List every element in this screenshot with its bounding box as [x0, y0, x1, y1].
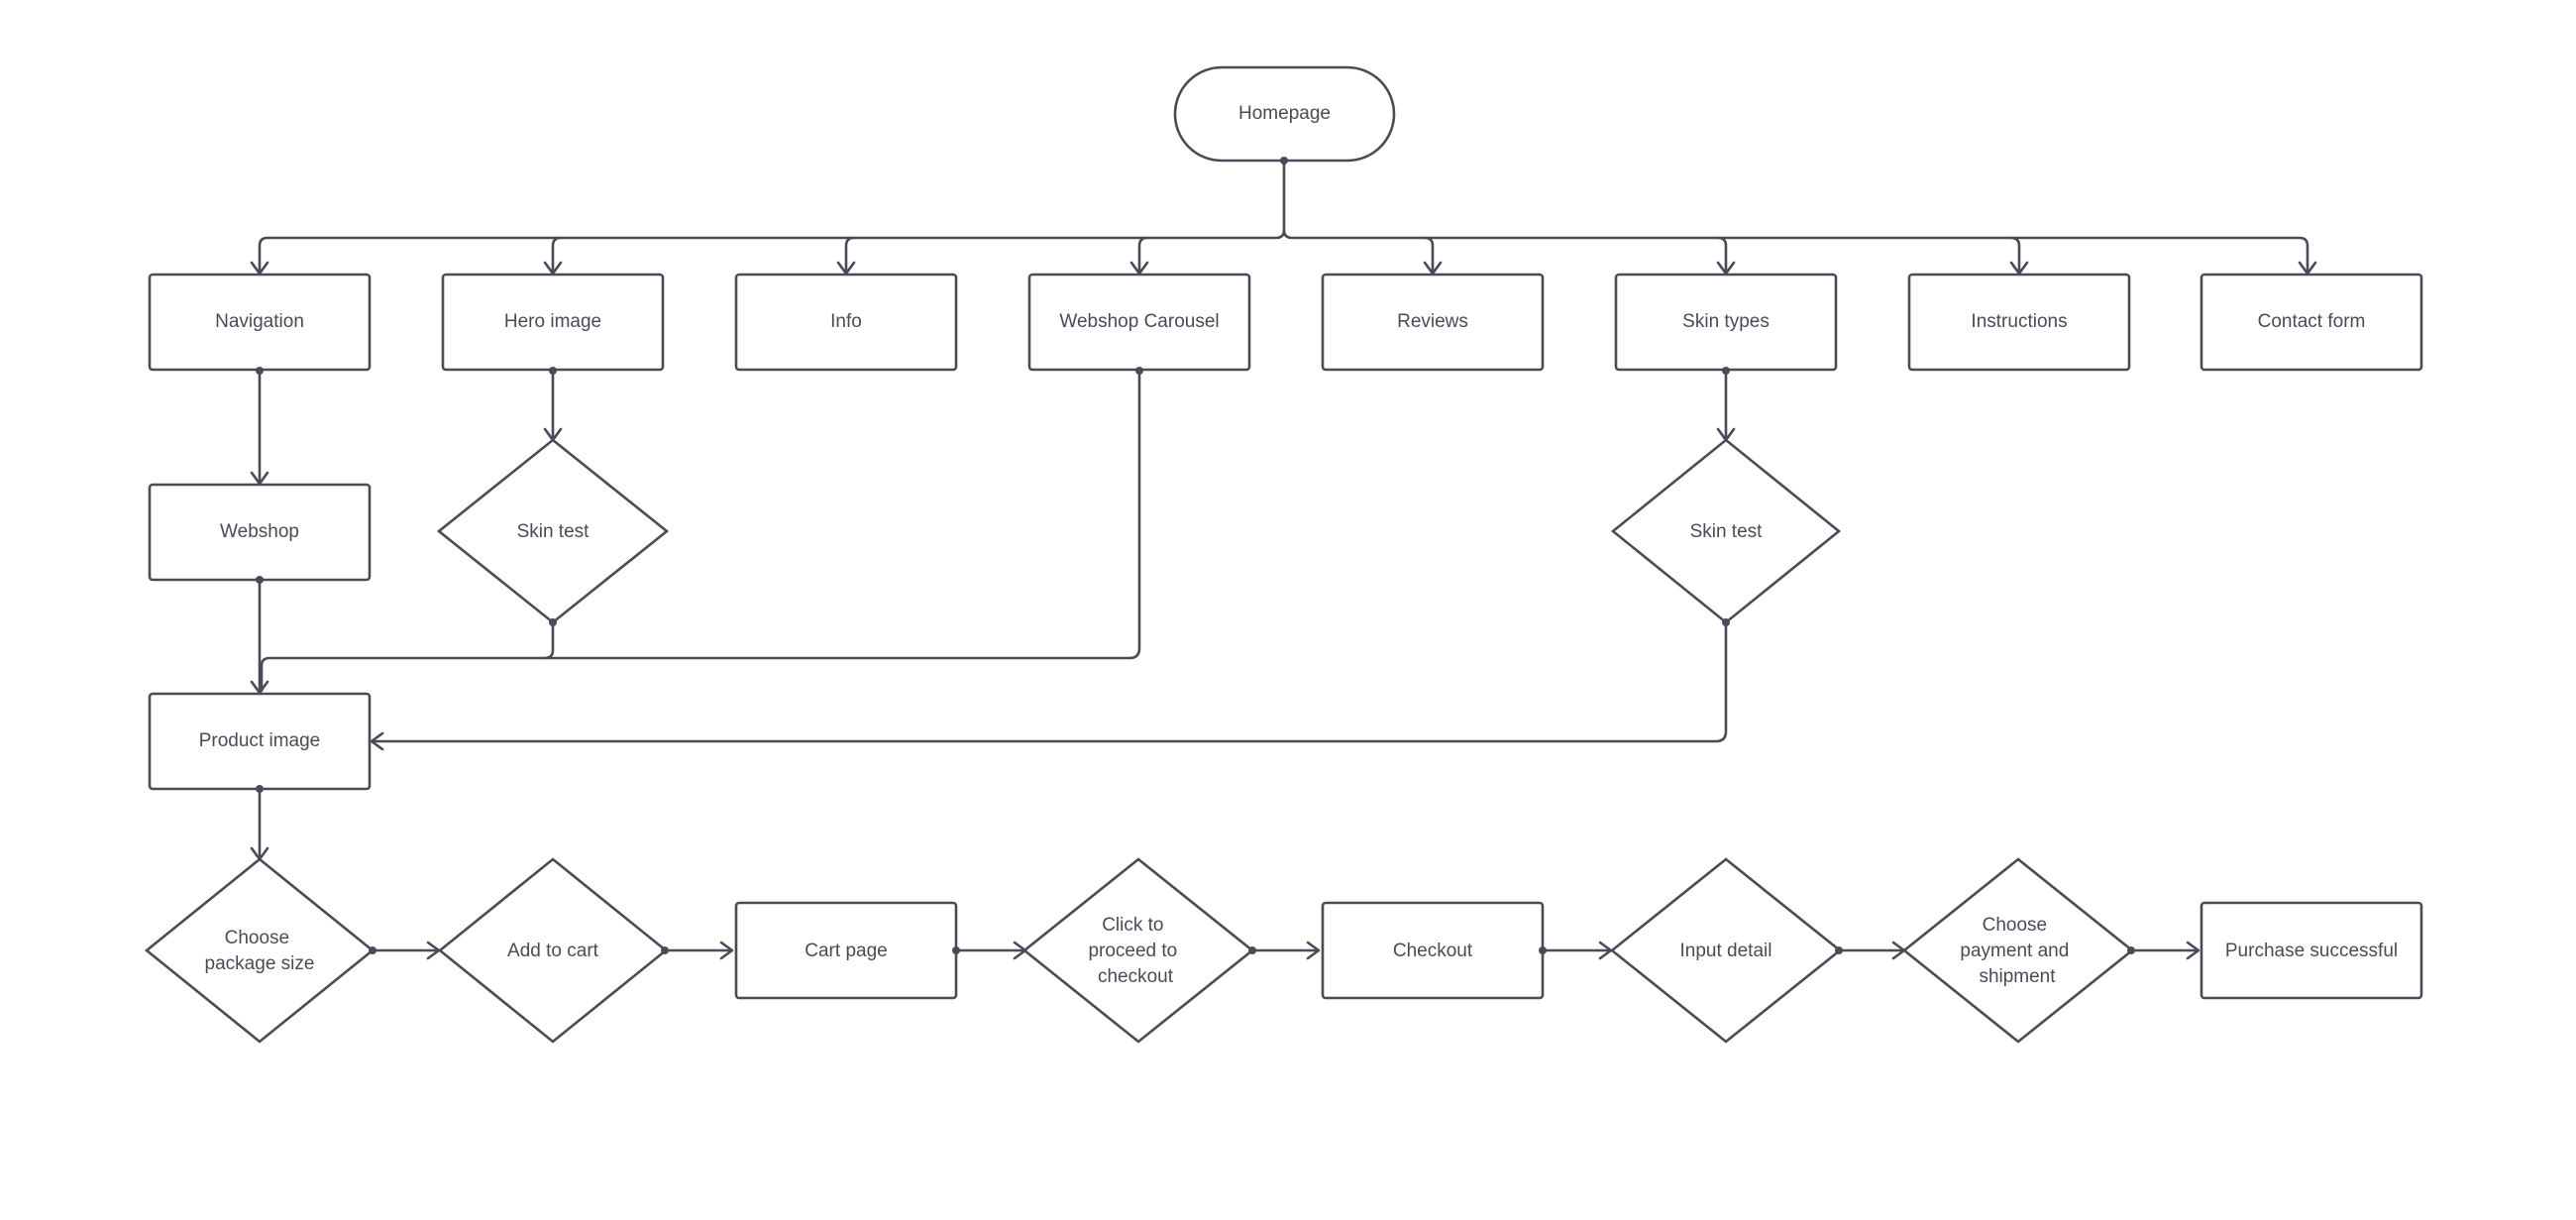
connector-dot-cart-page [952, 946, 960, 954]
choose-payment-line-2: payment and [1960, 941, 2069, 961]
skin-types-label: Skin types [1682, 311, 1770, 332]
navigation-label: Navigation [215, 311, 304, 332]
hero-image-label: Hero image [504, 311, 601, 332]
edge-homepage-instructions [2010, 236, 2021, 273]
contact-form-label: Contact form [2258, 311, 2366, 332]
input-detail-node[interactable] [1609, 857, 1843, 1044]
choose-package-size-line-2: package size [205, 953, 315, 974]
contact-form-node[interactable] [2200, 273, 2423, 372]
connector-dot-webshop-carousel [1135, 367, 1143, 375]
cart-page-label: Cart page [805, 941, 887, 961]
webshop-label: Webshop [220, 521, 299, 542]
edge-homepage-reviews [1424, 236, 1435, 273]
connector-dot-skin-test-types [1722, 618, 1730, 626]
product-image-label: Product image [199, 730, 321, 751]
edge-homepage-bus-left [258, 236, 1276, 273]
edge-homepage-trunk [1275, 161, 1286, 240]
checkout-label: Checkout [1393, 941, 1473, 961]
edge-homepage-skin-types [1717, 236, 1728, 273]
arrowhead-cart-page [719, 941, 734, 960]
click-to-proceed-node[interactable] [1021, 857, 1255, 1044]
click-to-proceed-label: Click to proceed to checkout [1088, 915, 1182, 987]
click-to-proceed-line-1: Click to [1102, 915, 1163, 936]
connector-dot-skin-types [1722, 367, 1730, 375]
choose-package-size-line-1: Choose [225, 928, 290, 948]
add-to-cart-label: Add to cart [507, 941, 599, 961]
instructions-node[interactable] [1907, 273, 2131, 372]
choose-payment-line-1: Choose [1983, 915, 2048, 936]
choose-package-size-label: Choose package size [205, 928, 315, 974]
connector-dot-homepage [1280, 157, 1288, 165]
edges [258, 161, 2309, 952]
skin-test-types-label: Skin test [1690, 521, 1764, 542]
connector-dot-input-detail [1835, 946, 1843, 954]
choose-payment-line-3: shipment [1979, 966, 2056, 987]
connector-dots [256, 157, 2135, 954]
edge-homepage-info [844, 236, 855, 273]
webshop-carousel-label: Webshop Carousel [1059, 311, 1219, 332]
info-node[interactable] [734, 273, 958, 372]
homepage-label: Homepage [1238, 103, 1331, 124]
info-label: Info [830, 311, 862, 332]
edge-skin-test-hero-product-image [260, 622, 555, 692]
instructions-label: Instructions [1971, 311, 2067, 332]
edge-homepage-hero-image [551, 236, 562, 273]
connector-dot-checkout [1539, 946, 1547, 954]
choose-package-size-node[interactable] [144, 857, 376, 1044]
connector-dot-choose-package-size [369, 946, 376, 954]
arrowhead-purchase-successful [2186, 941, 2200, 960]
connector-dot-choose-payment [2127, 946, 2135, 954]
arrowhead-product-image-right [370, 731, 384, 751]
edge-webshop-carousel-product-image [545, 371, 1141, 660]
arrowhead-checkout [1306, 941, 1321, 960]
add-to-cart-node[interactable] [437, 857, 669, 1044]
input-detail-label: Input detail [1680, 941, 1772, 961]
click-to-proceed-line-2: proceed to [1088, 941, 1177, 961]
skin-test-hero-label: Skin test [517, 521, 590, 542]
connector-dot-product-image [256, 785, 264, 793]
choose-payment-label: Choose payment and shipment [1960, 915, 2074, 987]
connector-dot-add-to-cart [661, 946, 669, 954]
connector-dot-click-to-proceed [1248, 946, 1256, 954]
purchase-successful-label: Purchase successful [2225, 941, 2398, 961]
reviews-node[interactable] [1321, 273, 1545, 372]
nodes: Homepage Navigation Hero image Info Webs… [144, 65, 2423, 1044]
purchase-successful-node[interactable] [2200, 901, 2423, 1000]
connector-dot-hero-image [549, 367, 557, 375]
connector-dot-webshop [256, 576, 264, 584]
edge-skin-test-types-product-image [373, 622, 1728, 743]
connector-dot-navigation [256, 367, 264, 375]
edge-homepage-webshop-carousel [1137, 236, 1148, 273]
edge-homepage-bus-right [1282, 229, 2309, 273]
connector-dot-skin-test-hero [549, 618, 557, 626]
reviews-label: Reviews [1397, 311, 1468, 332]
click-to-proceed-line-3: checkout [1098, 966, 1174, 987]
choose-payment-node[interactable] [1901, 857, 2135, 1044]
